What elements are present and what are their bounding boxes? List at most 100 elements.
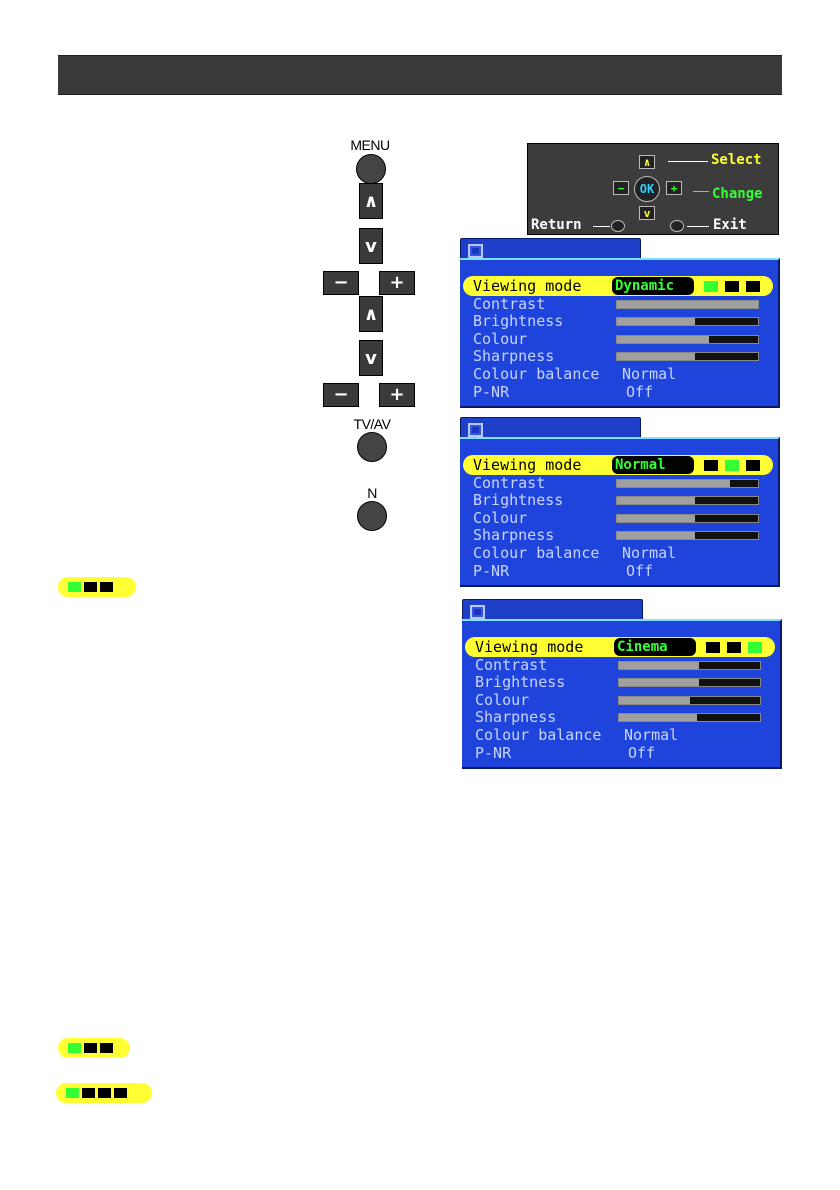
mode-square bbox=[746, 460, 760, 471]
brightness-slider[interactable] bbox=[616, 496, 759, 506]
colour-balance-value[interactable]: Normal bbox=[622, 544, 677, 562]
indicator-square bbox=[68, 582, 81, 592]
down-button[interactable]: v bbox=[359, 228, 383, 264]
contrast-slider[interactable] bbox=[616, 299, 759, 309]
indicator-square bbox=[84, 1043, 97, 1053]
colour-slider[interactable] bbox=[616, 513, 759, 523]
colour-balance-value[interactable]: Normal bbox=[624, 726, 679, 744]
menu-row-p-nr[interactable]: P-NR bbox=[475, 743, 512, 762]
indicator-square bbox=[100, 1043, 113, 1053]
header-bar bbox=[58, 55, 782, 95]
down-button-2[interactable]: v bbox=[359, 340, 383, 376]
indicator-square bbox=[114, 1088, 127, 1098]
colour-balance-value[interactable]: Normal bbox=[622, 365, 677, 383]
mode-square bbox=[704, 460, 718, 471]
picture-menu-icon bbox=[470, 605, 485, 619]
colour-slider-fill bbox=[617, 514, 695, 522]
colour-slider-fill bbox=[619, 696, 690, 704]
menu-row-sharpness[interactable]: Sharpness bbox=[473, 347, 555, 366]
menu-row-viewing-mode: Viewing mode bbox=[475, 638, 584, 656]
menu-row-viewing-mode: Viewing mode bbox=[473, 456, 582, 474]
indicator-square bbox=[68, 1043, 81, 1053]
minus-button-2[interactable]: − bbox=[323, 383, 359, 407]
mode-indicator-pill-4 bbox=[56, 1083, 152, 1103]
nav-up-key: ∧ bbox=[639, 155, 655, 169]
brightness-slider[interactable] bbox=[616, 317, 759, 327]
menu-row-contrast[interactable]: Contrast bbox=[475, 655, 548, 674]
menu-row-viewing-mode: Viewing mode bbox=[473, 277, 582, 295]
menu-row-colour[interactable]: Colour bbox=[473, 329, 528, 348]
menu-row-colour-balance[interactable]: Colour balance bbox=[475, 726, 602, 744]
menu-row-p-nr[interactable]: P-NR bbox=[473, 382, 510, 401]
menu-row-p-nr[interactable]: P-NR bbox=[473, 561, 510, 580]
menu-row-contrast[interactable]: Contrast bbox=[473, 473, 546, 492]
indicator-square bbox=[82, 1088, 95, 1098]
contrast-slider[interactable] bbox=[618, 660, 761, 670]
sharpness-slider-fill bbox=[617, 532, 695, 540]
sharpness-slider[interactable] bbox=[616, 352, 759, 362]
picture-menu-icon bbox=[468, 423, 483, 437]
mode-square bbox=[727, 642, 741, 653]
sharpness-slider[interactable] bbox=[616, 531, 759, 541]
nav-minus-key: − bbox=[613, 181, 629, 195]
plus-button-2[interactable]: + bbox=[379, 383, 415, 407]
mode-indicator-pill bbox=[58, 577, 136, 597]
mode-indicator-pill bbox=[58, 1038, 130, 1058]
menu-row-contrast[interactable]: Contrast bbox=[473, 294, 546, 313]
colour-slider[interactable] bbox=[616, 334, 759, 344]
mode-square bbox=[725, 460, 739, 471]
brightness-slider[interactable] bbox=[618, 678, 761, 688]
mode-square bbox=[704, 281, 718, 292]
indicator-square bbox=[100, 582, 113, 592]
menu-row-colour[interactable]: Colour bbox=[475, 690, 530, 709]
n-button[interactable] bbox=[357, 501, 387, 531]
brightness-slider-fill bbox=[617, 497, 695, 505]
nav-down-key: v bbox=[639, 206, 655, 220]
minus-button[interactable]: − bbox=[323, 271, 359, 295]
tvav-button[interactable] bbox=[357, 432, 387, 462]
menu-row-brightness[interactable]: Brightness bbox=[473, 491, 564, 510]
viewing-mode-value[interactable]: Cinema bbox=[614, 638, 696, 656]
indicator-square bbox=[66, 1088, 79, 1098]
menu-row-colour[interactable]: Colour bbox=[473, 508, 528, 527]
mode-square bbox=[725, 281, 739, 292]
p-nr-value[interactable]: Off bbox=[626, 561, 654, 580]
contrast-slider[interactable] bbox=[616, 478, 759, 488]
mode-square bbox=[706, 642, 720, 653]
nav-plus-key: + bbox=[666, 181, 682, 195]
mode-square bbox=[746, 281, 760, 292]
exit-label: Exit bbox=[713, 217, 747, 233]
menu-row-sharpness[interactable]: Sharpness bbox=[475, 708, 557, 727]
plus-button[interactable]: + bbox=[379, 271, 415, 295]
up-button[interactable]: ∧ bbox=[359, 183, 383, 219]
return-label: Return bbox=[531, 217, 582, 233]
menu-row-brightness[interactable]: Brightness bbox=[473, 312, 564, 331]
picture-menu-icon bbox=[468, 244, 483, 258]
viewing-mode-value[interactable]: Dynamic bbox=[612, 277, 694, 295]
change-label: Change bbox=[712, 186, 763, 202]
menu-row-sharpness[interactable]: Sharpness bbox=[473, 526, 555, 545]
indicator-square bbox=[84, 582, 97, 592]
menu-row-colour-balance[interactable]: Colour balance bbox=[473, 544, 600, 562]
viewing-mode-value[interactable]: Normal bbox=[612, 456, 694, 474]
colour-slider[interactable] bbox=[618, 695, 761, 705]
menu-row-brightness[interactable]: Brightness bbox=[475, 673, 566, 692]
menu-row-colour-balance[interactable]: Colour balance bbox=[473, 365, 600, 383]
p-nr-value[interactable]: Off bbox=[628, 743, 656, 762]
indicator-square bbox=[98, 1088, 111, 1098]
sharpness-slider-fill bbox=[619, 714, 697, 722]
n-label: N bbox=[367, 485, 377, 501]
exit-key bbox=[670, 220, 684, 232]
menu-button[interactable] bbox=[356, 154, 386, 184]
colour-slider-fill bbox=[617, 335, 709, 343]
navigation-guide: ∧ Select − OK + Change v Return Exit bbox=[527, 143, 779, 235]
exit-line bbox=[687, 226, 709, 227]
p-nr-value[interactable]: Off bbox=[626, 382, 654, 401]
menu-label: MENU bbox=[350, 137, 390, 153]
up-button-2[interactable]: ∧ bbox=[359, 296, 383, 332]
sharpness-slider[interactable] bbox=[618, 713, 761, 723]
